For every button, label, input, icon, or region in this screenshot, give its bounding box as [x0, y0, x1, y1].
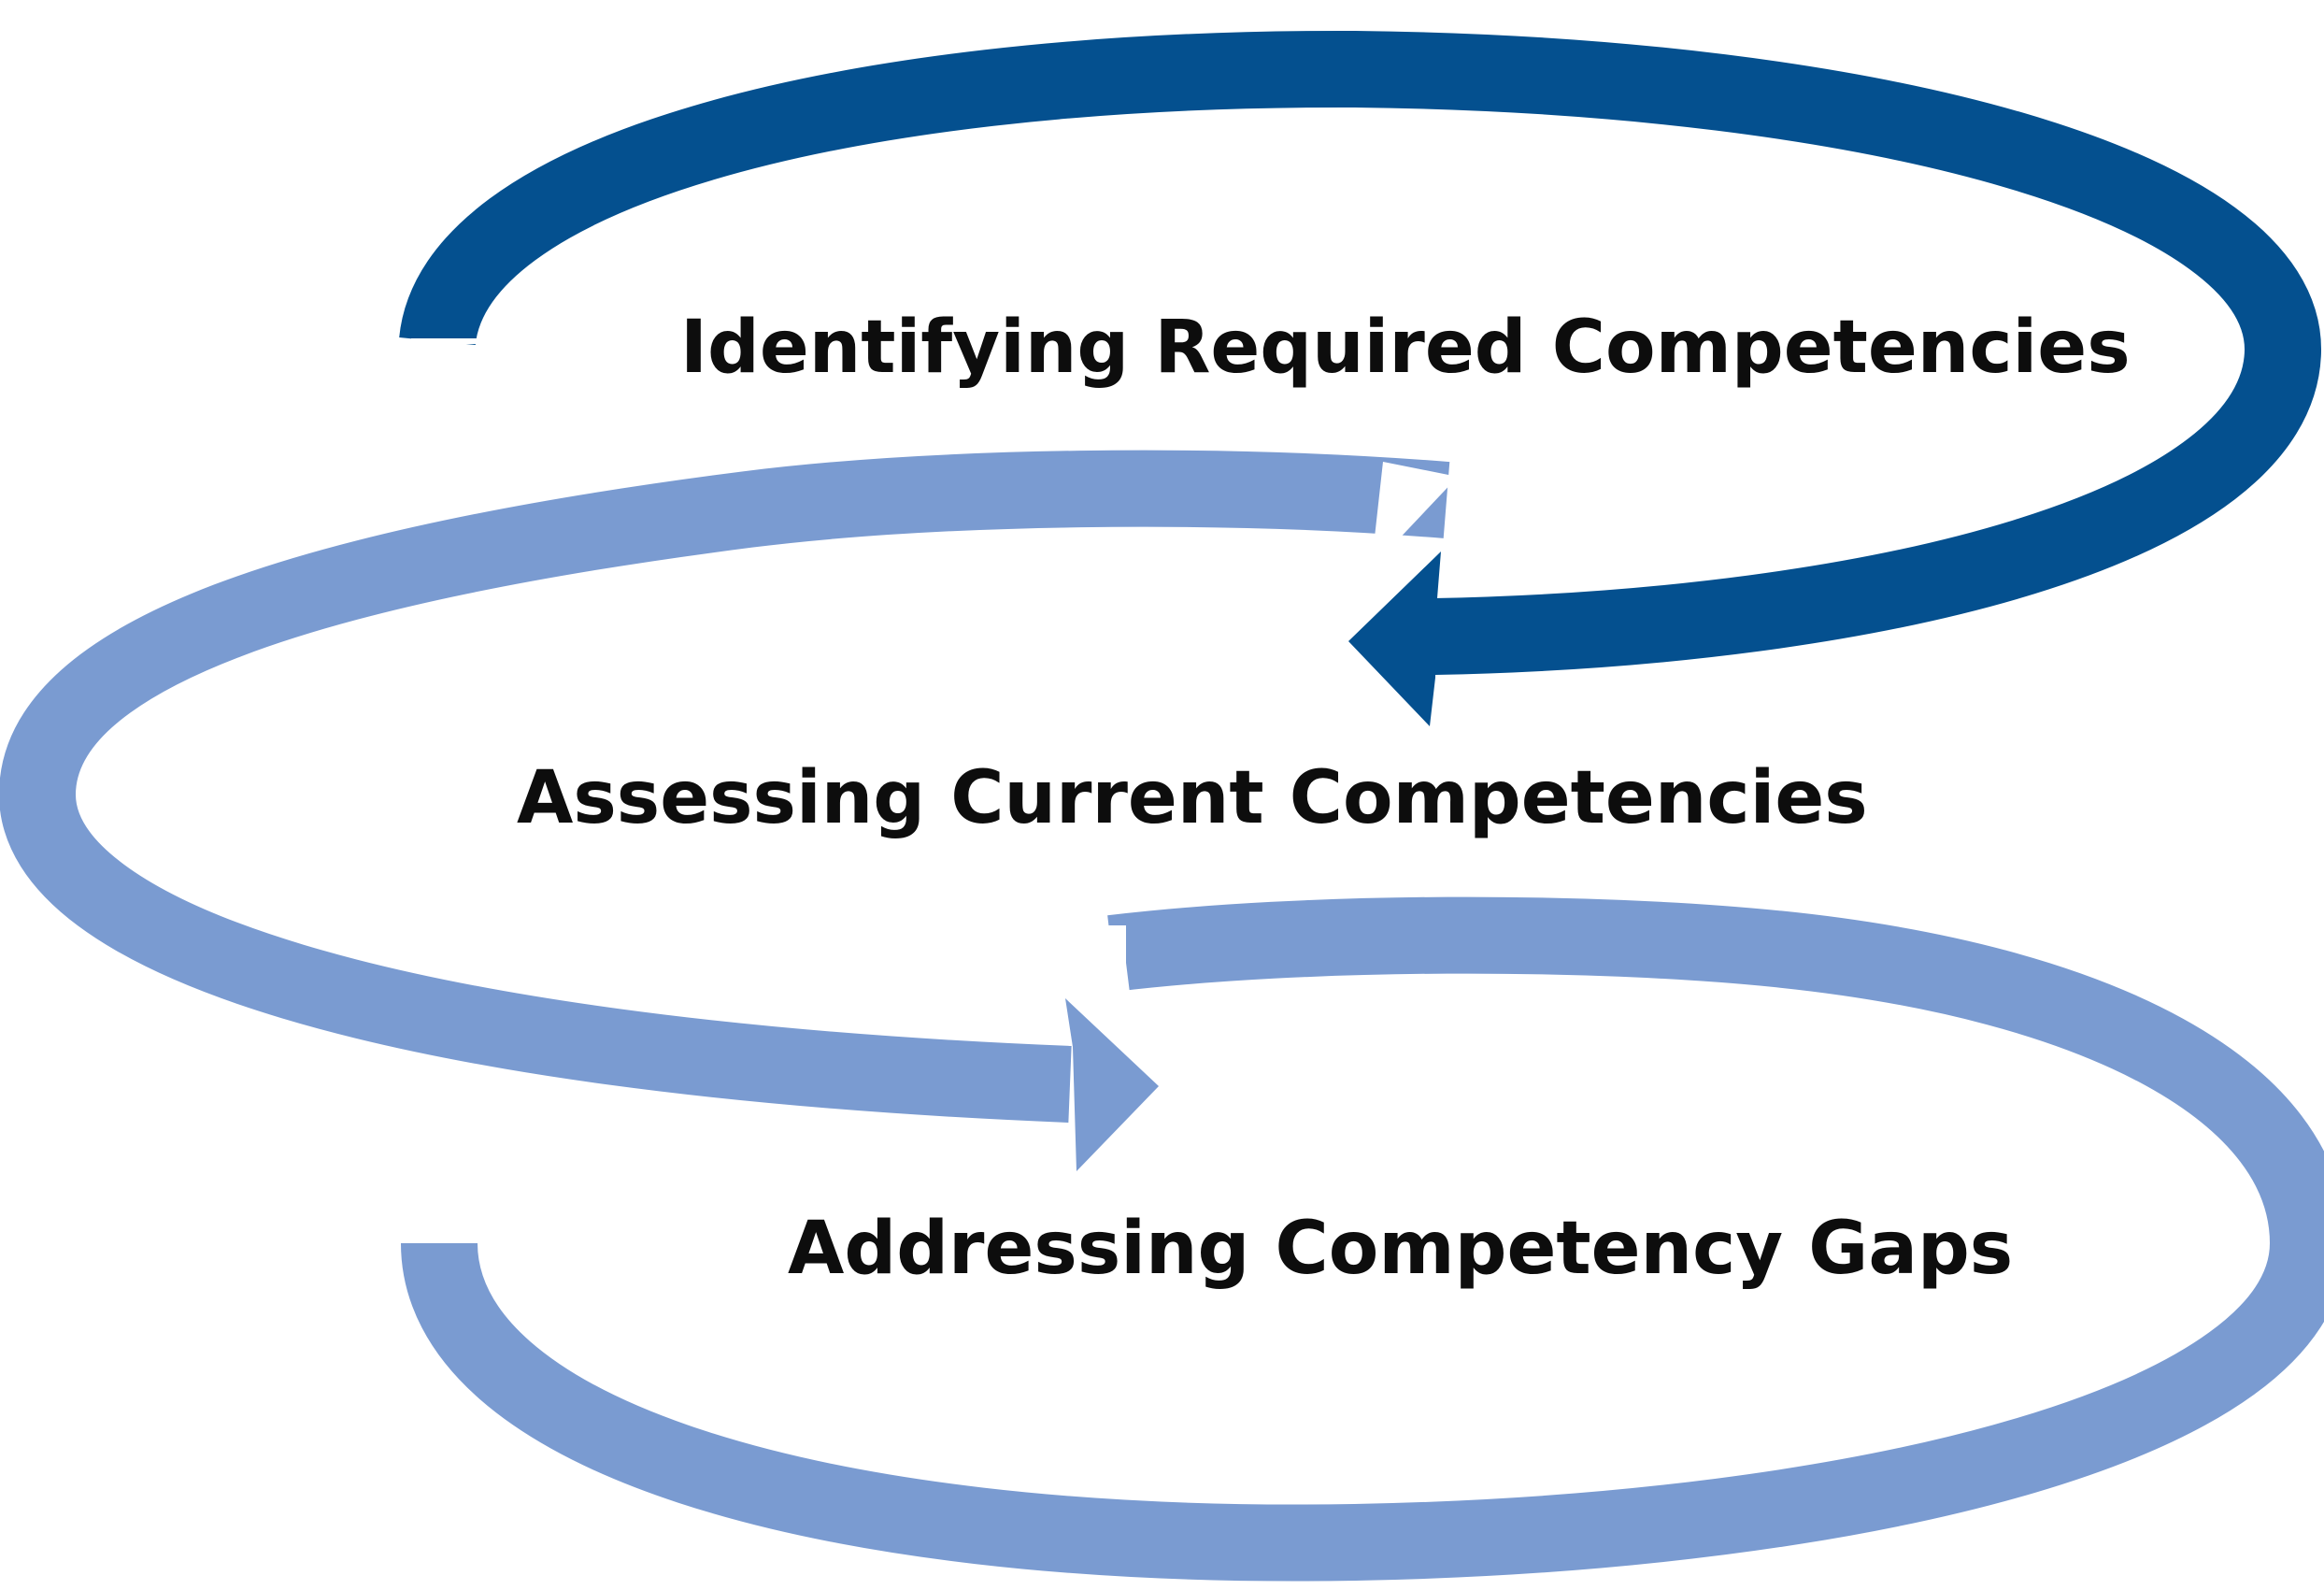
step-label-addressing: Addressing Competency Gaps — [788, 1207, 2013, 1291]
step-label-assessing: Assessing Current Competencies — [517, 756, 1868, 840]
arrow-2-band — [0, 450, 1450, 1123]
arrow-1-band — [399, 30, 2322, 675]
arrow-2-notch — [1374, 462, 1458, 546]
arrow-1-tail — [411, 338, 490, 344]
arrow-1-head — [1348, 551, 1441, 726]
arrow-3-band — [401, 896, 2324, 1582]
arrow-3-tail-cut — [1054, 925, 1126, 993]
step-label-identifying: Identifying Required Competencies — [680, 306, 2131, 390]
arrow-3-tail — [411, 1238, 490, 1243]
arrow-2-head — [1065, 998, 1159, 1171]
